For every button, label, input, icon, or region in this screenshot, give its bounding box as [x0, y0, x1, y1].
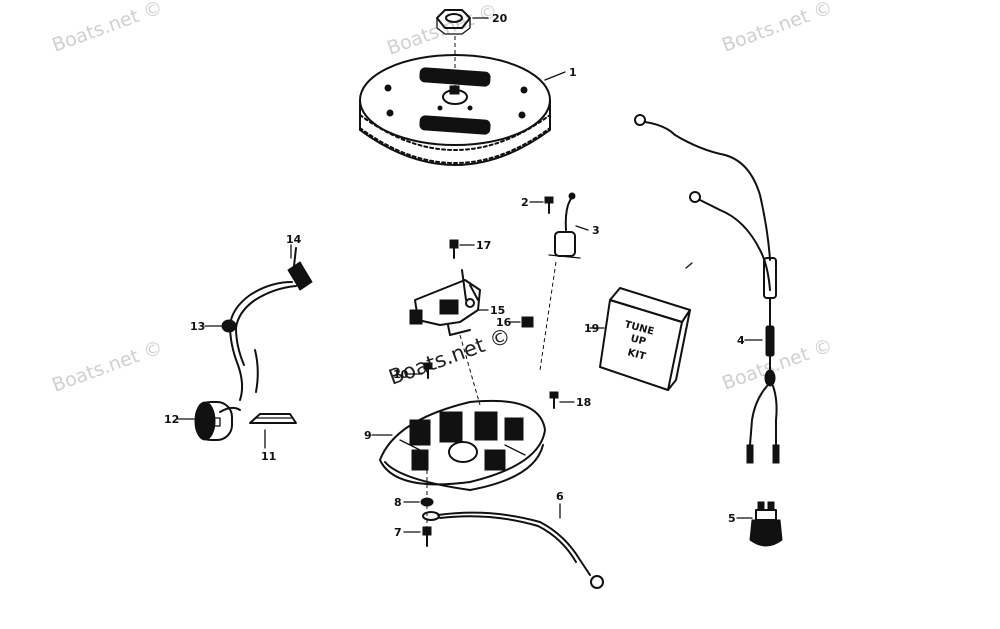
callout-18: 18: [576, 396, 591, 409]
watermark-1: Boats.net ©: [49, 0, 165, 57]
assembly-line-3: [539, 261, 557, 371]
callout-20: 20: [492, 12, 508, 25]
callout-14: 14: [286, 233, 302, 246]
part-15-breaker-points[interactable]: [409, 269, 481, 336]
part-14-spark-plug-boot[interactable]: [287, 247, 313, 291]
part-1-flywheel[interactable]: [359, 54, 551, 166]
part-18-screw[interactable]: [549, 391, 559, 409]
part-17-screw[interactable]: [449, 239, 459, 259]
callout-19: 19: [584, 322, 599, 335]
leader-1: [544, 71, 566, 81]
part-16-wick[interactable]: [521, 316, 534, 328]
callout-5: 5: [728, 512, 736, 525]
watermarks: Boats.net © Boats.net © Boats.net © Boat…: [49, 0, 835, 397]
callout-2: 2: [521, 196, 529, 209]
part-6-ground-lead[interactable]: [422, 511, 604, 589]
callout-3: 3: [592, 224, 600, 237]
callout-12: 12: [164, 413, 179, 426]
part-2-screw[interactable]: [544, 196, 554, 214]
part-3-condenser[interactable]: [548, 192, 581, 259]
part-19-tune-up-kit[interactable]: TUNE UP KIT: [599, 287, 691, 391]
callout-8: 8: [394, 496, 402, 509]
callout-15: 15: [490, 304, 505, 317]
kit-label-line3: KIT: [626, 347, 647, 362]
part-4-wiring-harness[interactable]: [634, 114, 780, 464]
callout-13: 13: [190, 320, 205, 333]
assembly-line-15: [459, 334, 481, 406]
part-11-coil-clip[interactable]: [249, 413, 297, 424]
part-7-screw[interactable]: [422, 526, 432, 547]
part-10-screw[interactable]: [423, 362, 433, 379]
leader-3: [575, 225, 589, 231]
kit-label-line2: UP: [629, 333, 647, 348]
watermark-4: Boats.net ©: [49, 336, 165, 396]
callout-1: 1: [569, 66, 577, 79]
callout-11: 11: [261, 450, 276, 463]
callout-16: 16: [496, 316, 512, 329]
callout-10: 10: [393, 368, 409, 381]
callout-7: 7: [394, 526, 402, 539]
part-12-ignition-coil[interactable]: [194, 401, 241, 441]
watermark-2: Boats.net ©: [384, 0, 500, 60]
part-13-ignition-lead[interactable]: [221, 281, 297, 401]
callout-17: 17: [476, 239, 491, 252]
stray-mark: [685, 262, 693, 269]
part-5-terminal[interactable]: [749, 501, 783, 547]
part-9-stator-plate[interactable]: [379, 399, 546, 491]
callout-9: 9: [364, 429, 372, 442]
part-20-flywheel-nut[interactable]: [436, 9, 471, 35]
callout-6: 6: [556, 490, 564, 503]
watermark-3: Boats.net ©: [719, 0, 835, 57]
callout-4: 4: [737, 334, 745, 347]
